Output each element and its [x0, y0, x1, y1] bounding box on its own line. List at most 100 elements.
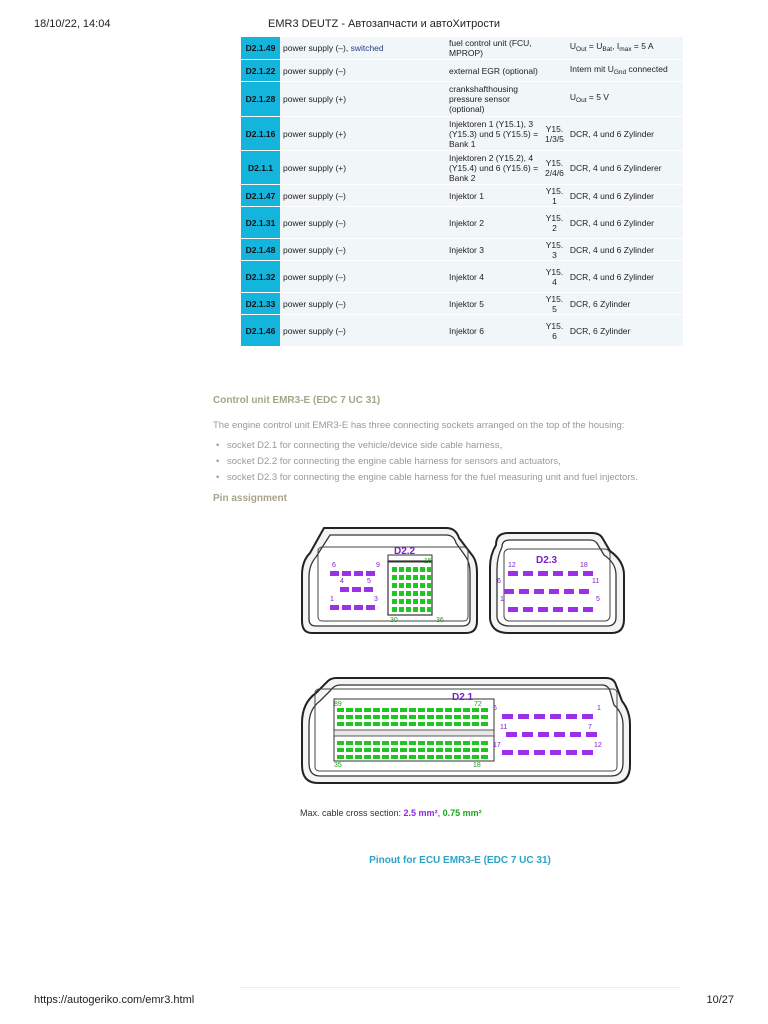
small-pin	[481, 708, 488, 712]
signal-cell: power supply (–)	[280, 185, 446, 207]
small-pin	[382, 708, 389, 712]
reference-cell: Y15. 4	[542, 261, 567, 293]
small-pin	[445, 741, 452, 745]
small-pin	[346, 722, 353, 726]
small-pin	[391, 708, 398, 712]
large-pin	[582, 750, 593, 755]
small-pin	[418, 708, 425, 712]
small-pin	[382, 715, 389, 719]
pin-number: 11	[500, 724, 507, 731]
pin-assignment-heading: Pin assignment	[213, 493, 287, 504]
component-cell: Injektoren 2 (Y15.2), 4 (Y15.4) und 6 (Y…	[446, 151, 542, 185]
small-pin	[355, 748, 362, 752]
signal-switched: switched	[350, 43, 384, 53]
small-pin	[399, 583, 404, 588]
d22-connector	[301, 527, 478, 634]
large-pin	[518, 750, 529, 755]
large-pin	[330, 605, 339, 610]
remark-cell: DCR, 6 Zylinder	[566, 293, 683, 315]
print-title: EMR3 DEUTZ - Автозапчасти и автоХитрости	[268, 18, 500, 30]
small-pin	[392, 591, 397, 596]
pin-cell: D2.1.1	[241, 151, 280, 185]
pin-number: 18	[580, 562, 588, 569]
component-cell: Injektor 6	[446, 315, 542, 347]
small-pin	[463, 722, 470, 726]
pin-cell: D2.1.47	[241, 185, 280, 207]
pin-number: 6	[497, 578, 501, 585]
small-pin	[364, 748, 371, 752]
large-pin	[518, 714, 529, 719]
pin-number: 1	[597, 705, 601, 712]
small-pin	[355, 715, 362, 719]
pin-number: 12	[508, 562, 516, 569]
d21-label: D2.1	[452, 692, 474, 703]
component-cell: Injektoren 1 (Y15.1), 3 (Y15.3) und 5 (Y…	[446, 117, 542, 151]
small-pin	[346, 755, 353, 759]
small-pin	[463, 741, 470, 745]
remark-cell: UOut = UBat, Imax = 5 A	[566, 37, 683, 60]
small-pin	[481, 748, 488, 752]
small-pin	[427, 741, 434, 745]
large-pin	[583, 571, 593, 576]
small-pin	[418, 748, 425, 752]
large-pin	[342, 605, 351, 610]
small-pin	[399, 575, 404, 580]
section-heading: Control unit EMR3-E (EDC 7 UC 31)	[213, 395, 381, 406]
small-pin	[427, 755, 434, 759]
small-pin	[392, 567, 397, 572]
large-pin	[538, 732, 549, 737]
small-pin	[392, 599, 397, 604]
small-pin	[463, 715, 470, 719]
footer-divider	[240, 987, 680, 988]
large-pin	[583, 607, 593, 612]
reference-cell	[542, 82, 567, 117]
large-pin	[364, 587, 373, 592]
small-pin	[364, 715, 371, 719]
large-pin	[568, 571, 578, 576]
large-pin	[502, 714, 513, 719]
small-pin	[472, 755, 479, 759]
remark-cell: DCR, 4 und 6 Zylinderer	[566, 151, 683, 185]
small-pin	[413, 583, 418, 588]
small-pin	[436, 708, 443, 712]
reference-cell: Y15. 1/3/5	[542, 117, 567, 151]
small-pin	[454, 708, 461, 712]
list-item: socket D2.3 for connecting the engine ca…	[213, 470, 638, 486]
small-pin	[400, 715, 407, 719]
pin-number: 5	[367, 578, 371, 585]
pin-number: 3	[374, 596, 378, 603]
small-pin	[413, 567, 418, 572]
small-pin	[436, 741, 443, 745]
small-pin	[463, 755, 470, 759]
large-pin	[354, 571, 363, 576]
small-pin	[463, 708, 470, 712]
small-pin	[400, 722, 407, 726]
small-pin	[454, 748, 461, 752]
small-pin	[420, 607, 425, 612]
small-pin	[406, 607, 411, 612]
section-intro: The engine control unit EMR3-E has three…	[213, 420, 625, 431]
pin-number: 35	[334, 762, 342, 769]
small-pin	[413, 599, 418, 604]
large-pin	[330, 571, 339, 576]
small-pin	[427, 599, 432, 604]
small-pin	[418, 715, 425, 719]
small-pin	[463, 748, 470, 752]
signal-cell: power supply (–)	[280, 315, 446, 347]
small-pin	[406, 583, 411, 588]
pin-number: 15	[424, 558, 432, 565]
remark-cell: DCR, 4 und 6 Zylinder	[566, 207, 683, 239]
small-pin	[454, 755, 461, 759]
small-pin	[364, 755, 371, 759]
small-pin	[409, 741, 416, 745]
pin-cell: D2.1.16	[241, 117, 280, 151]
large-pin	[582, 714, 593, 719]
small-pin	[445, 708, 452, 712]
small-pin	[391, 748, 398, 752]
signal-cell: power supply (–)	[280, 60, 446, 82]
